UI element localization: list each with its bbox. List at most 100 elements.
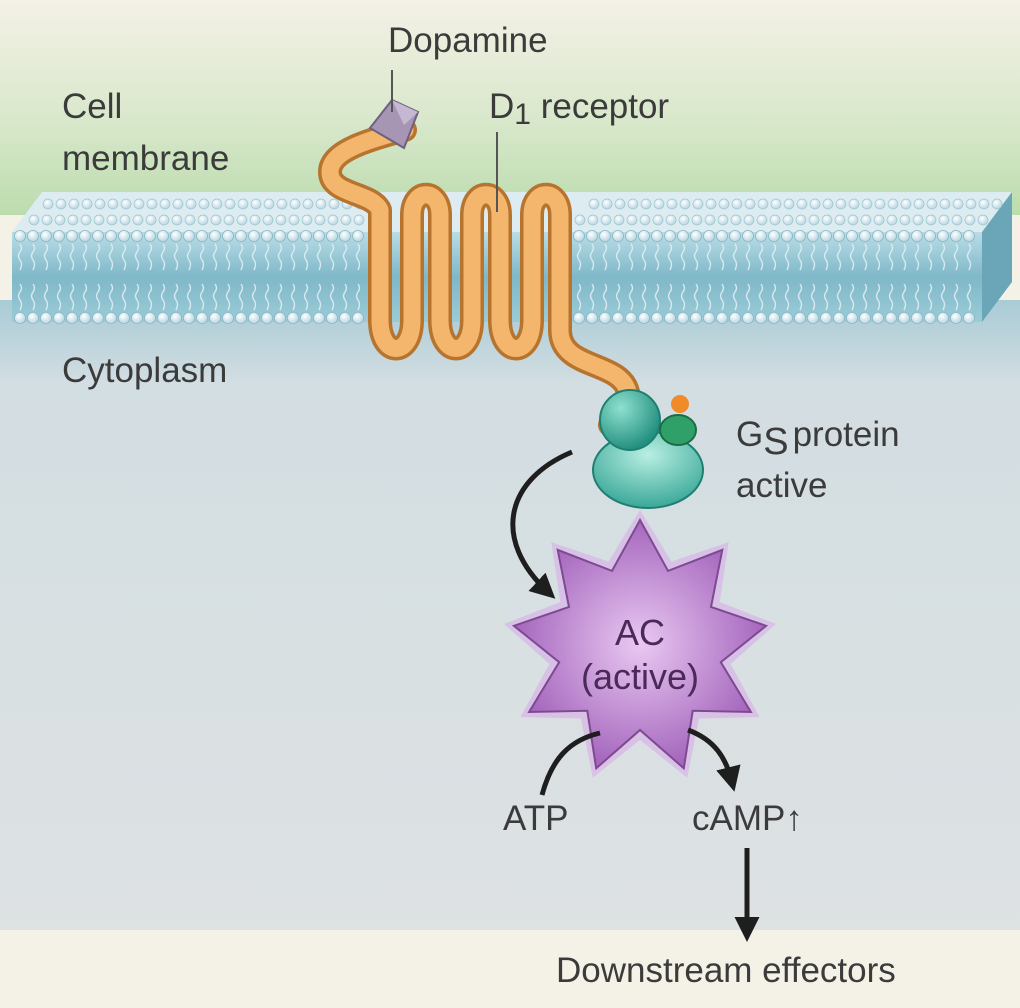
lipid-tail	[251, 283, 257, 311]
lipid-head	[834, 214, 846, 226]
lipid-head	[820, 229, 833, 242]
lipid-tail	[940, 283, 946, 311]
lipid-head	[965, 198, 977, 210]
cell-membrane-label-line1: Cell	[62, 87, 123, 126]
lipid-tail	[836, 243, 842, 271]
lipid-tail	[862, 243, 868, 271]
lipid-head	[978, 198, 990, 210]
lipid-head	[588, 198, 600, 210]
lipid-tail	[784, 283, 790, 311]
lipid-tail	[719, 243, 725, 271]
lipid-tail	[693, 243, 699, 271]
lipid-head	[886, 214, 898, 226]
lipid-head	[770, 198, 782, 210]
lipid-tail	[121, 243, 127, 271]
atp-label: ATP	[503, 799, 569, 838]
lipid-head	[67, 214, 79, 226]
lipid-head	[872, 311, 885, 324]
lipid-head	[665, 214, 677, 226]
ac-label-line2: (active)	[580, 656, 700, 697]
lipid-head	[781, 311, 794, 324]
lipid-tail	[342, 243, 348, 271]
lipid-head	[600, 214, 612, 226]
lipid-tail	[836, 283, 842, 311]
lipid-head	[325, 229, 338, 242]
lipid-tail	[745, 243, 751, 271]
lipid-tail	[199, 283, 205, 311]
lipid-head	[782, 214, 794, 226]
lipid-head	[950, 229, 963, 242]
lipid-tail	[225, 243, 231, 271]
camp-arrow	[687, 727, 741, 792]
lipid-head	[107, 198, 119, 210]
lipid-head	[861, 198, 873, 210]
lipid-head	[262, 214, 274, 226]
lipid-head	[627, 198, 639, 210]
lipid-head	[234, 311, 247, 324]
lipid-tail	[82, 283, 88, 311]
lipid-head	[41, 214, 53, 226]
lipid-head	[13, 229, 26, 242]
lipid-tail	[628, 283, 634, 311]
lipid-tail	[277, 243, 283, 271]
lipid-tail	[316, 243, 322, 271]
lipid-tail	[667, 283, 673, 311]
lipid-head	[963, 229, 976, 242]
lipid-tail	[810, 243, 816, 271]
lipid-head	[678, 214, 690, 226]
lipid-tail	[901, 243, 907, 271]
lipid-head	[652, 214, 664, 226]
lipid-tail	[940, 243, 946, 271]
gs-protein-beta	[599, 389, 661, 451]
d1-receptor-label: D1 receptor	[489, 87, 669, 131]
lipid-head	[924, 229, 937, 242]
lipid-head	[260, 229, 273, 242]
cytoplasm-region	[0, 300, 1020, 1008]
lipid-head	[950, 311, 963, 324]
cytoplasm-label: Cytoplasm	[62, 351, 228, 390]
lipid-head	[80, 214, 92, 226]
lipid-tail	[823, 283, 829, 311]
lipid-head	[756, 214, 768, 226]
lipid-head	[859, 229, 872, 242]
lipid-tail	[966, 243, 972, 271]
lipid-head	[744, 198, 756, 210]
lipid-tail	[264, 243, 270, 271]
lipid-tail	[602, 283, 608, 311]
lipid-head	[833, 229, 846, 242]
lipid-head	[718, 198, 730, 210]
lipid-tail	[212, 283, 218, 311]
lipid-tail	[953, 283, 959, 311]
lipid-tail	[927, 283, 933, 311]
lipid-head	[755, 311, 768, 324]
d1-receptor-main: D	[489, 87, 515, 126]
lipid-tail	[160, 243, 166, 271]
lipid-head	[768, 229, 781, 242]
camp-label: cAMP↑	[692, 799, 803, 838]
lipid-head	[613, 214, 625, 226]
lipid-tail	[888, 243, 894, 271]
lipid-head	[275, 214, 287, 226]
lipid-tail	[615, 283, 621, 311]
lipid-tail	[303, 243, 309, 271]
bottom-band	[0, 930, 1020, 1008]
lipid-tail	[303, 283, 309, 311]
lipid-head	[924, 311, 937, 324]
lipid-head	[937, 311, 950, 324]
gs-subscript: S	[763, 421, 789, 463]
lipid-tail	[901, 283, 907, 311]
lipid-head	[236, 214, 248, 226]
lipid-head	[833, 311, 846, 324]
lipid-tail	[355, 283, 361, 311]
lipid-head	[859, 311, 872, 324]
lipid-head	[847, 214, 859, 226]
lipid-head	[614, 198, 626, 210]
lipid-tail	[212, 243, 218, 271]
lipid-head	[353, 214, 365, 226]
lipid-tail	[134, 243, 140, 271]
lipid-head	[53, 229, 66, 242]
lipid-head	[66, 229, 79, 242]
lipid-head	[13, 311, 26, 324]
lipid-tail	[69, 283, 75, 311]
